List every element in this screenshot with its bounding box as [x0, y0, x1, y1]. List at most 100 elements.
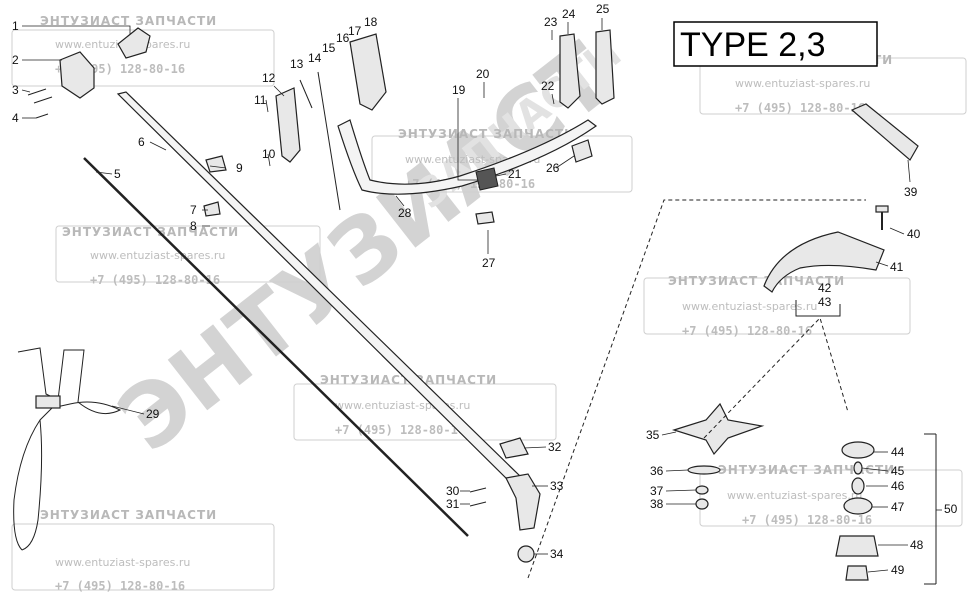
- svg-text:ЭНТУЗИАСТ ЗАПЧАСТИ: ЭНТУЗИАСТ ЗАПЧАСТИ: [668, 274, 845, 288]
- part-14-cable: [317, 71, 341, 211]
- type-label-text: TYPE 2,3: [680, 26, 826, 64]
- callout-42: 42: [818, 281, 832, 295]
- callout-17: 17: [348, 24, 362, 38]
- svg-text:+7 (495) 128-80-16: +7 (495) 128-80-16: [742, 513, 872, 527]
- callout-25: 25: [596, 2, 610, 16]
- svg-text:www.entuziast-spares.ru: www.entuziast-spares.ru: [55, 556, 190, 569]
- part-1-bracket: [117, 27, 151, 59]
- part-32-guard-mount: [499, 437, 529, 459]
- callout-7: 7: [190, 203, 197, 217]
- callout-39: 39: [904, 185, 918, 199]
- callout-9: 9: [236, 161, 243, 175]
- callout-31: 31: [446, 497, 460, 511]
- part-3-screw: [27, 88, 47, 96]
- callout-32: 32: [548, 440, 562, 454]
- part-44-spool-cover: [841, 441, 875, 459]
- callout-46: 46: [891, 479, 905, 493]
- part-2-cover: [59, 51, 95, 99]
- part-7-clamp: [203, 201, 221, 217]
- svg-text:ЭНТУЗИАСТ ЗАПЧАСТИ: ЭНТУЗИАСТ ЗАПЧАСТИ: [40, 14, 217, 28]
- callout-3: 3: [12, 83, 19, 97]
- watermark-block-right-bottom: ЭНТУЗИАСТ ЗАПЧАСТИ www.entuziast-spares.…: [699, 463, 963, 527]
- svg-text:ЭНТУЗИАСТ ЗАПЧАСТИ: ЭНТУЗИАСТ ЗАПЧАСТИ: [40, 508, 217, 522]
- svg-text:+7 (495) 128-80-16: +7 (495) 128-80-16: [90, 273, 220, 287]
- callout-36: 36: [650, 464, 664, 478]
- callout-20: 20: [476, 67, 490, 81]
- callout-49: 49: [891, 563, 905, 577]
- svg-text:+7 (495) 128-80-16: +7 (495) 128-80-16: [682, 324, 812, 338]
- callout-19: 19: [452, 83, 466, 97]
- svg-text:www.entuziast-spares.ru: www.entuziast-spares.ru: [682, 300, 817, 313]
- part-41-guard: [763, 231, 885, 293]
- part-17-throttle-handle: [349, 33, 387, 111]
- callout-2: 2: [12, 53, 19, 67]
- callout-4: 4: [12, 111, 19, 125]
- part-30-screw: [469, 487, 487, 493]
- callout-28: 28: [398, 206, 412, 220]
- callout-11: 11: [254, 93, 267, 107]
- callout-37: 37: [650, 484, 664, 498]
- svg-text:+7 (495) 128-80-16: +7 (495) 128-80-16: [335, 423, 465, 437]
- part-25-grip: [595, 29, 615, 105]
- callout-22: 22: [541, 79, 555, 93]
- part-40-bolt-head: [875, 205, 889, 213]
- callout-16: 16: [336, 31, 350, 45]
- part-4-screw: [35, 113, 49, 119]
- callout-15: 15: [322, 41, 336, 55]
- callout-30: 30: [446, 484, 460, 498]
- part-38-nut: [695, 498, 709, 510]
- callout-50: 50: [944, 502, 958, 516]
- assembly-dashed-lines: [527, 199, 866, 579]
- callout-29: 29: [146, 407, 160, 421]
- callout-44: 44: [891, 445, 905, 459]
- part-49-knob: [845, 565, 869, 581]
- callout-26: 26: [546, 161, 560, 175]
- callout-33: 33: [550, 479, 564, 493]
- svg-text:ЭНТУЗИАСТ ЗАПЧАСТИ: ЭНТУЗИАСТ ЗАПЧАСТИ: [62, 225, 239, 239]
- watermark-block-bottom-left: ЭНТУЗИАСТ ЗАПЧАСТИ www.entuziast-spares.…: [11, 508, 275, 593]
- type-label: TYPE 2,3: [673, 21, 878, 67]
- callout-21: 21: [508, 167, 522, 181]
- part-36-washer: [687, 465, 721, 475]
- callout-38: 38: [650, 497, 664, 511]
- callout-13: 13: [290, 57, 304, 71]
- part-34-sleeve: [517, 545, 535, 563]
- part-9-clamp: [205, 155, 227, 173]
- part-39-bar: [850, 103, 919, 161]
- svg-text:www.entuziast-spares.ru: www.entuziast-spares.ru: [90, 249, 225, 262]
- callout-23: 23: [544, 15, 558, 29]
- callout-10: 10: [262, 147, 276, 161]
- watermark-block-right-mid: ЭНТУЗИАСТ ЗАПЧАСТИ www.entuziast-spares.…: [643, 274, 911, 338]
- part-5-drive-shaft: [83, 157, 469, 537]
- part-48-housing: [835, 535, 879, 557]
- callouts: 1 2 3 4 5 6 7 8 9 10 11 12 13 14 15 16 1…: [12, 2, 958, 577]
- part-45-eyelet: [853, 461, 863, 475]
- svg-text:+7 (495) 128-80-16: +7 (495) 128-80-16: [735, 101, 865, 115]
- part-37-washer: [695, 485, 709, 495]
- part-33-gearhead: [505, 473, 541, 531]
- part-3-screw-b: [33, 96, 53, 104]
- callout-43: 43: [818, 295, 832, 309]
- callout-14: 14: [308, 51, 322, 65]
- svg-text:www.entuziast-spares.ru: www.entuziast-spares.ru: [735, 77, 870, 90]
- callout-1: 1: [12, 19, 19, 33]
- svg-text:www.entuziast-spares.ru: www.entuziast-spares.ru: [727, 489, 862, 502]
- callout-5: 5: [114, 167, 121, 181]
- part-24-grip: [559, 33, 581, 109]
- leader-lines: [21, 18, 942, 573]
- watermark-block-center-top: ЭНТУЗИАСТ ЗАПЧАСТИ www.entuziast-spares.…: [371, 127, 633, 193]
- callout-24: 24: [562, 7, 576, 21]
- callout-34: 34: [550, 547, 564, 561]
- callout-47: 47: [891, 500, 905, 514]
- callout-35: 35: [646, 428, 660, 442]
- callout-6: 6: [138, 135, 145, 149]
- part-29-harness: [13, 347, 122, 551]
- callout-40: 40: [907, 227, 921, 241]
- callout-41: 41: [890, 260, 904, 274]
- part-12-handle: [275, 87, 301, 163]
- part-35-blade: [671, 402, 765, 456]
- part-13-cable: [299, 79, 313, 109]
- callout-8: 8: [190, 219, 197, 233]
- callout-18: 18: [364, 15, 378, 29]
